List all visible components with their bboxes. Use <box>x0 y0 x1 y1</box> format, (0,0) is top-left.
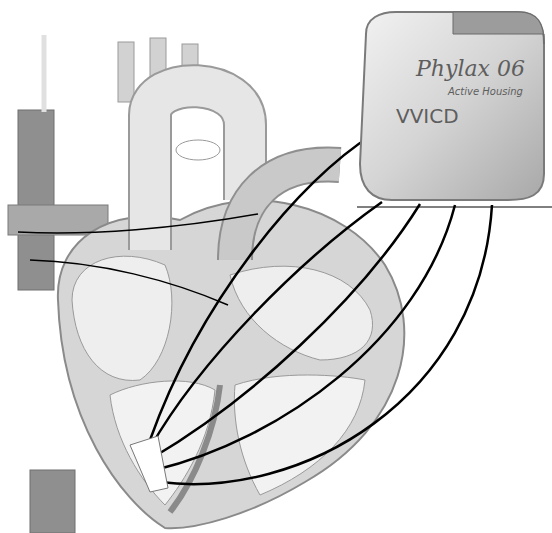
lead-wire <box>155 205 455 470</box>
device-label: Phylax 06 <box>416 56 525 81</box>
lead-wire <box>150 135 372 440</box>
lead-wire <box>160 205 492 484</box>
lead-tip <box>130 436 168 492</box>
device-label: Active Housing <box>448 86 523 97</box>
reference-line <box>357 207 552 208</box>
right-ventricle <box>110 381 215 505</box>
device-box: Phylax 06 Active HousingVVICD <box>356 4 548 204</box>
inferior-vena-cava <box>30 470 75 533</box>
aortic-opening <box>176 140 220 160</box>
device-label: VVICD <box>396 104 459 128</box>
lead-wire <box>150 202 382 448</box>
superior-vena-cava <box>18 110 54 290</box>
aortic-branch <box>118 42 134 102</box>
lead-wire <box>30 260 228 305</box>
lead-in-vein <box>42 35 47 112</box>
lead-wire <box>18 214 258 233</box>
right-atrium <box>72 256 172 380</box>
